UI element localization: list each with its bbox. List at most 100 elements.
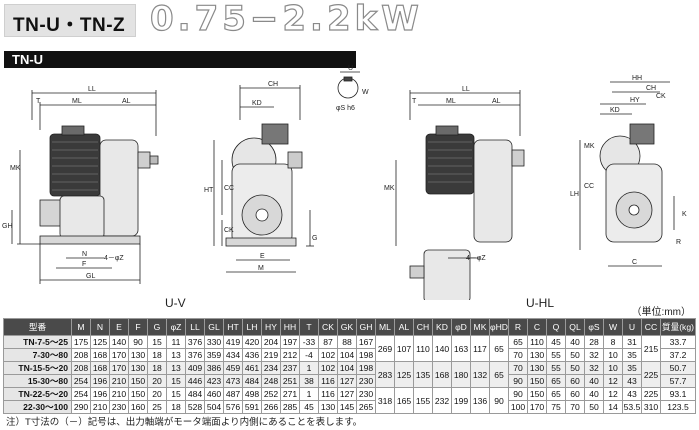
- table-cell: 100: [508, 400, 528, 414]
- column-header: GK: [337, 318, 357, 336]
- dim-F: F: [82, 261, 86, 268]
- table-cell: 70: [565, 400, 585, 414]
- table-cell: 484: [185, 387, 205, 401]
- table-cell: TN-15-5〜20: [3, 361, 72, 375]
- table-cell: 31: [622, 335, 642, 349]
- dim-C: C: [632, 259, 637, 266]
- table-cell: 434: [223, 348, 243, 362]
- dim-CH: CH: [268, 81, 278, 88]
- dim-GL: GL: [86, 273, 95, 280]
- dim-ML-2: ML: [446, 98, 456, 105]
- table-cell: 43: [622, 374, 642, 388]
- dim-K: K: [682, 211, 687, 218]
- table-cell: 18: [147, 348, 167, 362]
- table-cell: 225: [641, 361, 661, 388]
- column-header: φZ: [166, 318, 186, 336]
- dim-R: R: [676, 239, 681, 246]
- table-cell: 35: [622, 348, 642, 362]
- dim-CK-2: CK: [656, 93, 666, 100]
- table-cell: 498: [242, 387, 262, 401]
- table-cell: 40: [565, 335, 585, 349]
- table-cell: 50: [565, 348, 585, 362]
- table-cell: 473: [223, 374, 243, 388]
- power-range: 0.75−2.2kW: [149, 0, 423, 40]
- dim-HY: HY: [630, 97, 640, 104]
- column-header: U: [622, 318, 642, 336]
- dim-KD: KD: [252, 100, 262, 107]
- table-cell: 102: [318, 348, 338, 362]
- column-header: HT: [223, 318, 243, 336]
- table-cell: 1: [299, 387, 319, 401]
- table-cell: 90: [508, 374, 528, 388]
- dim-KD-2: KD: [610, 107, 620, 114]
- table-cell: 318: [375, 387, 395, 414]
- table-cell: 212: [280, 348, 300, 362]
- table-cell: 65: [489, 361, 509, 388]
- table-cell: 271: [280, 387, 300, 401]
- table-cell: -4: [299, 348, 319, 362]
- table-cell: 130: [128, 348, 148, 362]
- table-cell: 10: [603, 361, 623, 375]
- dim-LL: LL: [88, 86, 96, 93]
- table-cell: 576: [223, 400, 243, 414]
- table-cell: 25: [147, 400, 167, 414]
- table-cell: 12: [603, 387, 623, 401]
- dim-CH-2: CH: [646, 85, 656, 92]
- table-cell: 167: [356, 335, 376, 349]
- table-cell: 110: [527, 335, 547, 349]
- table-cell: 90: [489, 387, 509, 414]
- table-cell: 22-30〜100: [3, 400, 72, 414]
- table-cell: 43: [622, 387, 642, 401]
- table-cell: 40: [584, 387, 604, 401]
- table-cell: 130: [318, 400, 338, 414]
- table-cell: 132: [470, 361, 490, 388]
- table-cell: 65: [546, 387, 566, 401]
- table-cell: 130: [527, 348, 547, 362]
- table-cell: 28: [584, 335, 604, 349]
- table-cell: 409: [185, 361, 205, 375]
- table-cell: 60: [565, 374, 585, 388]
- dim-M: M: [258, 265, 264, 272]
- table-cell: 199: [451, 387, 471, 414]
- unit-label: （単位:mm）: [631, 307, 691, 318]
- table-cell: 168: [432, 361, 452, 388]
- table-cell: TN-22-5〜20: [3, 387, 72, 401]
- table-cell: 104: [337, 348, 357, 362]
- table-cell: 376: [185, 348, 205, 362]
- table-cell: 55: [546, 361, 566, 375]
- table-cell: 15: [166, 374, 186, 388]
- table-cell: 310: [641, 400, 661, 414]
- table-cell: 13: [166, 361, 186, 375]
- table-cell: 135: [413, 361, 433, 388]
- column-header: 型番: [3, 318, 72, 336]
- table-cell: 330: [204, 335, 224, 349]
- dim-hole: 4－φZ: [104, 255, 124, 262]
- column-header: HH: [280, 318, 300, 336]
- table-cell: 12: [603, 374, 623, 388]
- dim-CC: CC: [224, 185, 234, 192]
- table-cell: 460: [204, 387, 224, 401]
- table-cell: 170: [109, 348, 129, 362]
- table-cell: 7-30〜80: [3, 348, 72, 362]
- table-cell: 90: [508, 387, 528, 401]
- table-cell: 591: [242, 400, 262, 414]
- table-cell: 198: [356, 348, 376, 362]
- table-cell: 210: [109, 374, 129, 388]
- table-cell: 50.7: [660, 361, 696, 375]
- table-cell: 208: [71, 348, 91, 362]
- table-cell: 168: [90, 361, 110, 375]
- table-cell: 117: [470, 335, 490, 362]
- column-header: φS: [584, 318, 604, 336]
- dim-G: G: [312, 235, 317, 242]
- table-cell: 37.2: [660, 348, 696, 362]
- table-cell: 65: [546, 374, 566, 388]
- dim-CK: CK: [224, 227, 234, 234]
- table-cell: 125: [394, 361, 414, 388]
- table-cell: 168: [90, 348, 110, 362]
- table-cell: 290: [71, 400, 91, 414]
- table-cell: 219: [261, 348, 281, 362]
- table-cell: 140: [432, 335, 452, 362]
- table-cell: 15: [147, 335, 167, 349]
